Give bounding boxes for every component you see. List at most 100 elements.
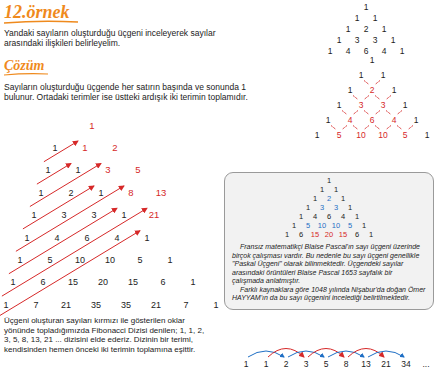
pascal-number: 1 (285, 231, 289, 239)
triangle-number: 1 (364, 3, 369, 12)
pascal-number: 15 (311, 231, 319, 239)
pascal-number: 4 (313, 213, 317, 221)
fibonacci-term: 21 (381, 360, 390, 369)
triangle-number: 1 (38, 188, 43, 197)
fibonacci-sum: 1 (82, 143, 87, 153)
triangle-number: 6 (364, 47, 369, 56)
triangle-number: 1 (346, 25, 351, 34)
triangle-number: 5 (47, 256, 52, 265)
triangle-number: 1 (348, 86, 353, 95)
pascal-number: 1 (355, 213, 359, 221)
fibonacci-arc (348, 349, 384, 358)
diagonal-arrow (30, 164, 101, 207)
triangle-number: 4 (382, 47, 387, 56)
pascal-number: 1 (299, 213, 303, 221)
fibonacci-sum: 3 (105, 166, 110, 176)
example-title: 12.örnek (4, 2, 70, 23)
triangle-number: 3 (359, 101, 364, 110)
pascal-number: 6 (299, 231, 303, 239)
heading-underline (4, 74, 48, 75)
triangle-number: 3 (373, 36, 378, 45)
pascal-number: 1 (306, 204, 310, 212)
diagonal-arrow (23, 186, 94, 229)
triangle-number: 4 (348, 116, 353, 125)
diagonal-arrow (0, 231, 140, 319)
triangle-number: 6 (160, 278, 165, 287)
pascal-number: 10 (332, 222, 340, 230)
triangle-number: 1 (3, 300, 8, 309)
triangle-number: 1 (326, 116, 331, 125)
fibonacci-term: 1 (244, 360, 249, 369)
fibonacci-sum: 1 (89, 121, 94, 131)
pascal-number: 1 (369, 231, 373, 239)
fibonacci-sum: 2 (112, 143, 117, 153)
pascal-number: 1 (292, 222, 296, 230)
fibonacci-term: 5 (324, 360, 329, 369)
triangle-number: 6 (370, 116, 375, 125)
triangle-number: 1 (337, 101, 342, 110)
triangle-number: 1 (392, 86, 397, 95)
triangle-number: 1 (337, 36, 342, 45)
info-box: Fransız matematikçi Blaise Pascal'ın say… (224, 172, 434, 310)
fibonacci-term: 3 (304, 360, 309, 369)
triangle-number: 10 (356, 131, 365, 140)
triangle-number: 1 (17, 256, 22, 265)
fibonacci-sum: 5 (135, 166, 140, 176)
pascal-number: 5 (306, 222, 310, 230)
fibonacci-term: ... (422, 360, 429, 369)
pascal-number: 1 (320, 186, 324, 194)
pascal-number: 1 (327, 177, 331, 185)
triangle-number: 21 (151, 300, 161, 309)
pascal-number: 2 (327, 195, 331, 203)
fibonacci-term: 34 (401, 360, 410, 369)
sum-arrow (364, 81, 369, 85)
pascal-number: 6 (327, 213, 331, 221)
fibonacci-term: 8 (344, 360, 349, 369)
triangle-number: 2 (370, 86, 375, 95)
sum-arrow (342, 111, 347, 115)
triangle-number: 20 (98, 278, 108, 287)
triangle-number: 1 (355, 14, 360, 23)
triangle-number: 10 (378, 131, 387, 140)
triangle-number: 7 (33, 300, 38, 309)
sum-arrow (397, 126, 402, 130)
fibonacci-term: 2 (284, 360, 289, 369)
pascal-number: 6 (355, 231, 359, 239)
triangle-number: 5 (403, 131, 408, 140)
sum-arrow (375, 96, 380, 100)
pascal-number: 3 (320, 204, 324, 212)
info-text: Farklı kaynaklara göre 1048 yılında Nişa… (232, 286, 426, 303)
triangle-number: 1 (45, 166, 50, 175)
triangle-number: 4 (54, 233, 59, 242)
sum-arrow (397, 111, 402, 115)
fibonacci-sum: 8 (128, 188, 133, 198)
diagonal-arrow (9, 208, 117, 273)
fibonacci-sum: 13 (156, 188, 167, 198)
triangle-number: 10 (105, 256, 115, 265)
triangle-number: 3 (381, 101, 386, 110)
triangle-number: 1 (190, 278, 195, 287)
diagonal-arrow (37, 164, 71, 185)
sum-arrow (375, 111, 380, 115)
triangle-number: 2 (68, 188, 73, 197)
pascal-number: 1 (334, 186, 338, 194)
fibonacci-text: Üçgeni oluşturan sayıları kırmızı ile gö… (4, 316, 209, 354)
fibonacci-arc (308, 349, 344, 358)
fibonacci-term: 13 (361, 360, 370, 369)
sum-arrow (353, 111, 358, 115)
pascal-number: 20 (325, 231, 333, 239)
sum-arrow (386, 96, 391, 100)
triangle-number: 1 (98, 188, 103, 197)
pascal-number: 10 (318, 222, 326, 230)
solution-heading: Çözüm (4, 58, 44, 74)
triangle-number: 15 (128, 278, 138, 287)
sum-arrow (364, 126, 369, 130)
triangle-number: 15 (68, 278, 78, 287)
triangle-number: 1 (75, 166, 80, 175)
triangle-number: 1 (10, 278, 15, 287)
triangle-number: 35 (121, 300, 131, 309)
sum-arrow (386, 126, 391, 130)
info-text: Fransız matematikçi Blaise Pascal'ın say… (232, 243, 426, 286)
sum-arrow (364, 96, 369, 100)
